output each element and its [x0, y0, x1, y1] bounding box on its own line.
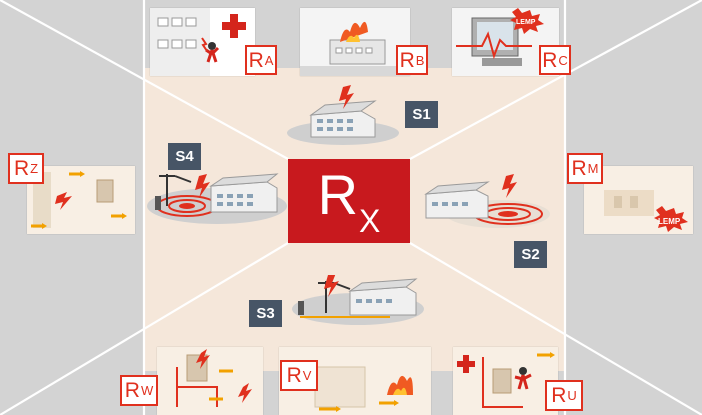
thumb-installation-left: [27, 166, 135, 234]
thumb-injury-wiring: [453, 347, 558, 415]
flame-icon: [340, 21, 368, 42]
svg-text:LEMP: LEMP: [516, 19, 536, 26]
source-badge-s4: S4: [168, 143, 201, 170]
lightning-bolt-icon: [324, 275, 339, 297]
overall-risk-box: R X: [288, 159, 410, 243]
thumb-overvoltage-wiring: [157, 347, 263, 415]
source-badge-s1: S1: [405, 101, 438, 128]
thumb-building-fire: [300, 8, 410, 76]
lightning-bolt-icon: [502, 174, 517, 198]
scene-strike-to-line: [292, 275, 424, 325]
lightning-bolt-icon: [195, 174, 210, 198]
lemp-burst-icon: [654, 206, 688, 232]
first-aid-cross-icon: [222, 14, 246, 38]
scene-strike-near-structure: [424, 174, 550, 228]
first-aid-cross-icon: [457, 355, 475, 373]
lightning-bolt-icon: [339, 85, 354, 109]
diagonal-line: [409, 0, 702, 160]
source-badge-s2: S2: [514, 241, 547, 268]
power-pole-icon: [159, 174, 192, 206]
svg-text:LEMP: LEMP: [658, 217, 681, 226]
thumb-building-injury: [150, 8, 255, 76]
diagonal-line: [409, 242, 702, 415]
overall-risk-subscript: X: [359, 203, 381, 239]
flame-icon: [387, 375, 413, 395]
scene-strike-near-line: [147, 173, 287, 224]
source-badge-s3: S3: [249, 300, 282, 327]
lemp-burst-icon: [510, 8, 544, 34]
overall-risk-symbol: R: [317, 163, 359, 226]
scene-strike-to-structure: [287, 85, 399, 145]
